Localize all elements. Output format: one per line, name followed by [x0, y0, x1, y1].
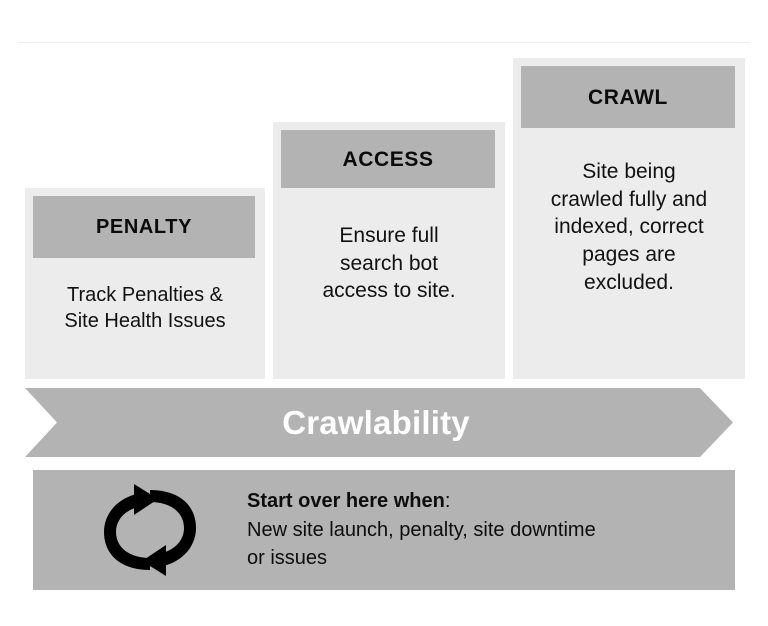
restart-lead-line: Start over here when:: [247, 487, 596, 515]
step-body-line: excluded.: [584, 270, 674, 294]
restart-lead-colon: :: [444, 490, 451, 513]
step-body-crawl: Site being crawled fully and indexed, co…: [519, 158, 739, 297]
step-body-line: pages are: [582, 243, 676, 267]
step-card-penalty[interactable]: PENALTY Track Penalties & Site Health Is…: [25, 188, 265, 379]
restart-detail-line: New site launch, penalty, site downtime: [247, 518, 596, 541]
step-card-access[interactable]: ACCESS Ensure full search bot access to …: [273, 122, 505, 379]
step-body-line: access to site.: [322, 279, 456, 303]
step-header-crawl: CRAWL: [521, 66, 735, 128]
step-header-label: CRAWL: [588, 85, 668, 109]
crawlability-banner: Crawlability: [25, 388, 733, 457]
crawlability-banner-label: Crawlability: [282, 403, 470, 441]
step-body-line: Site Health Issues: [64, 310, 226, 333]
step-body-access: Ensure full search bot access to site.: [279, 222, 499, 305]
step-header-label: ACCESS: [342, 147, 434, 171]
step-body-line: crawled fully and: [550, 187, 708, 211]
chevron-arrow-right-icon: [25, 388, 733, 457]
step-body-line: Site being: [582, 160, 676, 183]
refresh-cycle-icon: [95, 475, 205, 585]
top-divider-rule: [18, 42, 750, 43]
step-header-penalty: PENALTY: [33, 196, 255, 258]
step-body-penalty: Track Penalties & Site Health Issues: [31, 282, 259, 335]
step-body-line: Track Penalties &: [67, 284, 223, 306]
step-body-line: indexed, correct: [554, 215, 704, 239]
step-body-line: search bot: [339, 251, 439, 275]
step-header-access: ACCESS: [281, 130, 495, 188]
step-card-crawl[interactable]: CRAWL Site being crawled fully and index…: [513, 58, 745, 379]
restart-detail-line: or issues: [247, 547, 328, 570]
restart-box[interactable]: Start over here when: New site launch, p…: [33, 470, 735, 590]
restart-lead: Start over here when: [247, 490, 445, 513]
step-header-label: PENALTY: [95, 216, 193, 238]
restart-text-block: Start over here when: New site launch, p…: [247, 487, 596, 572]
step-body-line: Ensure full: [339, 224, 439, 247]
